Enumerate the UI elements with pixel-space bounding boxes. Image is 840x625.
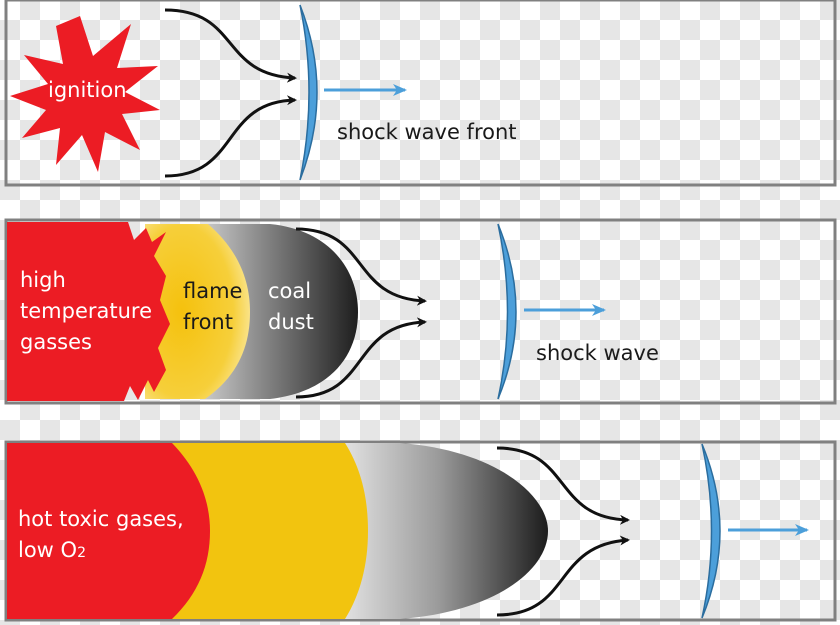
panel-3-frame bbox=[4, 440, 837, 622]
curved-arrow-top-2 bbox=[295, 227, 427, 306]
high-temperature-gasses-label: high temperature gasses bbox=[20, 265, 152, 358]
hot-toxic-line-2: low O2 bbox=[18, 535, 184, 569]
panel-3 bbox=[4, 440, 837, 622]
curved-arrow-top-3 bbox=[496, 446, 630, 525]
dust-line-2: dust bbox=[268, 310, 314, 334]
shock-wave-label: shock wave bbox=[536, 341, 659, 365]
flame-front-label: flame front bbox=[183, 276, 242, 338]
hot-gas-region-3 bbox=[7, 443, 210, 619]
panel-1 bbox=[4, 0, 837, 187]
curved-arrow-top bbox=[164, 8, 297, 83]
flame-line-2: front bbox=[183, 310, 233, 334]
hot-toxic-line-1: hot toxic gases, bbox=[18, 507, 184, 531]
coal-dust-cloud-3 bbox=[330, 443, 548, 619]
curved-arrow-bottom bbox=[164, 95, 297, 178]
shock-wave-front-2 bbox=[497, 223, 517, 400]
dust-line-1: coal bbox=[268, 279, 312, 303]
panel-2 bbox=[4, 218, 837, 405]
shock-wave-front-label: shock wave front bbox=[337, 120, 517, 144]
panel-1-frame bbox=[4, 0, 837, 187]
hot-gas-line-2: temperature bbox=[20, 299, 152, 323]
curved-arrow-bottom-3 bbox=[496, 535, 630, 617]
flame-region-3 bbox=[160, 443, 368, 619]
panel-2-frame bbox=[4, 218, 837, 405]
hot-gas-line-3: gasses bbox=[20, 330, 92, 354]
shock-wave-front-3 bbox=[701, 443, 721, 619]
hot-gas-line-1: high bbox=[20, 268, 66, 292]
o2-subscript: 2 bbox=[77, 545, 86, 561]
ignition-burst bbox=[10, 16, 160, 172]
shock-wave-front-1 bbox=[299, 4, 318, 181]
ignition-label: ignition bbox=[48, 78, 127, 102]
hot-gas-region-2 bbox=[7, 222, 170, 401]
coal-dust-label: coal dust bbox=[268, 276, 314, 338]
hot-toxic-gases-label: hot toxic gases, low O2 bbox=[18, 504, 184, 569]
flame-front-2 bbox=[145, 224, 250, 399]
low-o-text: low O bbox=[18, 538, 78, 562]
curved-arrow-bottom-2 bbox=[295, 317, 427, 399]
flame-line-1: flame bbox=[183, 279, 243, 303]
